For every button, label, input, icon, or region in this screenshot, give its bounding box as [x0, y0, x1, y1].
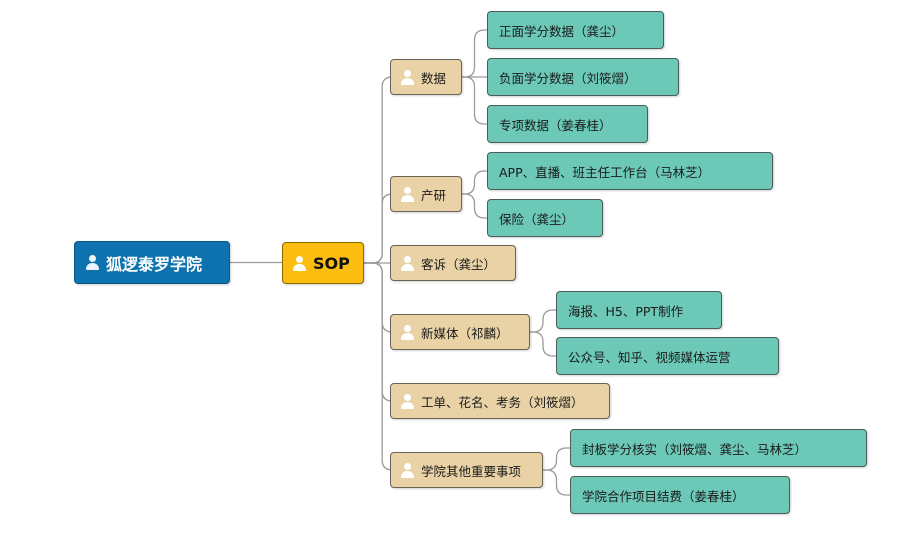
- leaf-node[interactable]: 封板学分核实（刘筱熠、龚尘、马林芝）: [570, 429, 867, 467]
- leaf-node[interactable]: 保险（龚尘）: [487, 199, 603, 237]
- person-icon: [85, 255, 99, 270]
- branch-label: 工单、花名、考务（刘筱熠）: [421, 394, 584, 410]
- connector-line: [364, 262, 393, 333]
- branch-node-tickets[interactable]: 工单、花名、考务（刘筱熠）: [390, 383, 610, 419]
- leaf-label: 保险（龚尘）: [499, 211, 575, 227]
- branch-node-research[interactable]: 产研: [390, 176, 462, 212]
- person-icon: [400, 393, 414, 409]
- leaf-node[interactable]: 负面学分数据（刘筱熠）: [487, 58, 679, 96]
- leaf-label: 公众号、知乎、视频媒体运营: [568, 349, 731, 365]
- connector-line: [543, 447, 570, 471]
- branch-node-data[interactable]: 数据: [390, 59, 462, 95]
- root-label: 狐逻泰罗学院: [106, 254, 203, 274]
- leaf-node[interactable]: 公众号、知乎、视频媒体运营: [556, 337, 779, 375]
- root-node[interactable]: 狐逻泰罗学院: [74, 241, 230, 284]
- connector-line: [364, 262, 393, 471]
- leaf-node[interactable]: 学院合作项目结费（姜春桂）: [570, 476, 790, 514]
- connector-line: [543, 469, 570, 496]
- connector-line: [462, 170, 487, 195]
- person-icon: [400, 462, 414, 478]
- leaf-label: 海报、H5、PPT制作: [568, 303, 684, 319]
- person-icon: [400, 69, 414, 85]
- branch-label: 新媒体（祁麟）: [421, 325, 509, 341]
- leaf-label: APP、直播、班主任工作台（马林芝）: [499, 164, 711, 180]
- branch-label: 客诉（龚尘）: [421, 256, 497, 272]
- branch-label: 数据: [421, 70, 447, 86]
- branch-node-other-matters[interactable]: 学院其他重要事项: [390, 452, 543, 488]
- branch-label: 产研: [421, 187, 447, 203]
- branch-node-complaints[interactable]: 客诉（龚尘）: [390, 245, 516, 281]
- person-icon: [292, 255, 306, 271]
- leaf-node[interactable]: 海报、H5、PPT制作: [556, 291, 722, 329]
- leaf-node[interactable]: 专项数据（姜春桂）: [487, 105, 648, 143]
- connector-line: [364, 76, 393, 264]
- sop-label: SOP: [313, 253, 350, 273]
- connector-line: [462, 29, 487, 78]
- leaf-node[interactable]: APP、直播、班主任工作台（马林芝）: [487, 152, 773, 190]
- sop-node[interactable]: SOP: [282, 242, 364, 284]
- leaf-label: 正面学分数据（龚尘）: [499, 23, 625, 39]
- branch-node-new-media[interactable]: 新媒体（祁麟）: [390, 314, 530, 350]
- leaf-label: 负面学分数据（刘筱熠）: [499, 70, 637, 86]
- connector-line: [364, 193, 393, 264]
- connector-line: [530, 331, 556, 357]
- branch-label: 学院其他重要事项: [421, 463, 522, 479]
- leaf-node[interactable]: 正面学分数据（龚尘）: [487, 11, 664, 49]
- leaf-label: 学院合作项目结费（姜春桂）: [582, 488, 745, 504]
- leaf-label: 封板学分核实（刘筱熠、龚尘、马林芝）: [582, 441, 808, 457]
- connector-line: [530, 309, 556, 333]
- connector-line: [462, 193, 487, 219]
- person-icon: [400, 186, 414, 202]
- connector-line: [462, 76, 487, 125]
- leaf-label: 专项数据（姜春桂）: [499, 117, 612, 133]
- person-icon: [400, 255, 414, 271]
- person-icon: [400, 324, 414, 340]
